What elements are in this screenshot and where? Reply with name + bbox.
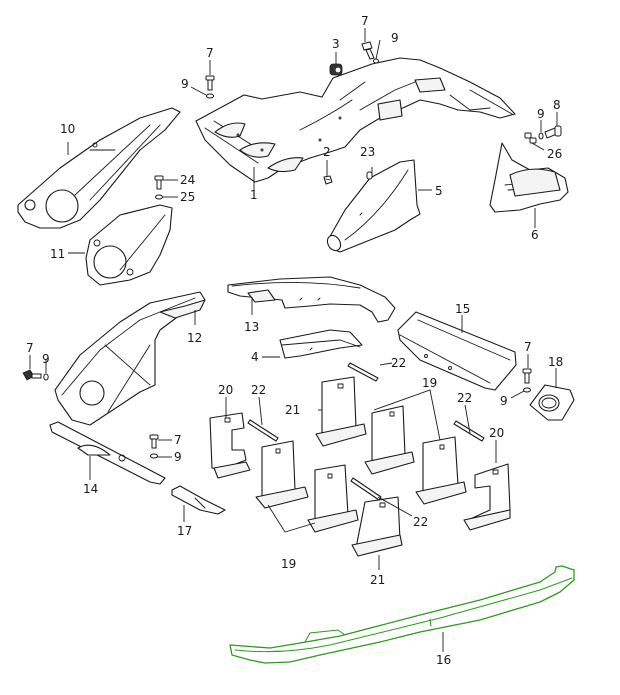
callout-24: 24 bbox=[180, 173, 195, 187]
callout-13: 13 bbox=[244, 320, 259, 334]
part-21-plate-upper[interactable] bbox=[315, 376, 367, 447]
callout-11: 11 bbox=[50, 247, 65, 261]
part-20-guide-plate-right[interactable] bbox=[463, 463, 511, 531]
part-19-plate-c[interactable] bbox=[364, 405, 415, 475]
part-19-plate-a[interactable] bbox=[255, 440, 309, 509]
callout-7-d: 7 bbox=[174, 433, 182, 447]
washer-9-lower-left[interactable] bbox=[150, 453, 158, 459]
part-14-rail[interactable] bbox=[49, 421, 166, 485]
bolt-7-top-left[interactable] bbox=[205, 75, 215, 91]
callout-20-a: 20 bbox=[218, 383, 233, 397]
part-15-channel[interactable] bbox=[397, 311, 517, 391]
washer-9-top-center[interactable] bbox=[373, 58, 379, 64]
callout-6: 6 bbox=[531, 228, 539, 242]
bolt-7-top-center[interactable] bbox=[361, 41, 375, 60]
callout-19-b: 19 bbox=[422, 376, 437, 390]
part-16-sill-highlighted[interactable] bbox=[229, 565, 575, 664]
callout-labels: 1 2 3 4 5 6 7 7 7 7 7 8 9 9 9 9 9 9 10 1… bbox=[26, 14, 563, 667]
callout-21-b: 21 bbox=[370, 573, 385, 587]
callout-9-a: 9 bbox=[181, 77, 189, 91]
part-10-belt-cover[interactable] bbox=[17, 107, 181, 229]
part-13-rear-shroud[interactable] bbox=[227, 276, 396, 323]
callout-22-a: 22 bbox=[391, 356, 406, 370]
part-4-bracket[interactable] bbox=[279, 329, 363, 359]
callout-5: 5 bbox=[435, 184, 443, 198]
callout-3: 3 bbox=[332, 37, 340, 51]
part-12-shroud-side[interactable] bbox=[54, 291, 206, 426]
washer-9-top-left[interactable] bbox=[206, 93, 214, 99]
callout-25: 25 bbox=[180, 190, 195, 204]
callout-4: 4 bbox=[251, 350, 259, 364]
callout-20-b: 20 bbox=[489, 426, 504, 440]
callout-7-e: 7 bbox=[524, 340, 532, 354]
callout-17: 17 bbox=[177, 524, 192, 538]
callout-26: 26 bbox=[547, 147, 562, 161]
part-2-clip[interactable] bbox=[323, 175, 333, 185]
bolt-7-lower-left[interactable] bbox=[149, 434, 159, 449]
bolt-7-left[interactable] bbox=[22, 369, 42, 381]
callout-15: 15 bbox=[455, 302, 470, 316]
washer-9-left[interactable] bbox=[43, 373, 49, 381]
callout-1: 1 bbox=[250, 188, 258, 202]
callout-19-a: 19 bbox=[281, 557, 296, 571]
leader-lines bbox=[29, 28, 558, 652]
part-25-washer[interactable] bbox=[155, 194, 163, 200]
part-22-rod-a[interactable] bbox=[347, 362, 379, 382]
part-20-guide-plate-left[interactable] bbox=[209, 412, 251, 479]
part-22-rod-b[interactable] bbox=[247, 419, 279, 442]
callout-8: 8 bbox=[553, 98, 561, 112]
callout-7-c: 7 bbox=[26, 341, 34, 355]
callout-22-b: 22 bbox=[251, 383, 266, 397]
part-18-hose-adapter[interactable] bbox=[529, 384, 575, 421]
callout-9-e: 9 bbox=[174, 450, 182, 464]
washer-9-right-lower[interactable] bbox=[523, 387, 531, 393]
callout-9-d: 9 bbox=[42, 352, 50, 366]
clip-26[interactable] bbox=[524, 132, 537, 144]
callout-9-b: 9 bbox=[391, 31, 399, 45]
callout-16: 16 bbox=[436, 653, 451, 667]
callout-22-c: 22 bbox=[457, 391, 472, 405]
part-22-rod-c[interactable] bbox=[350, 477, 382, 501]
callout-21-a: 21 bbox=[285, 403, 300, 417]
part-19-plate-d[interactable] bbox=[415, 436, 467, 505]
part-24-bolt[interactable] bbox=[154, 175, 164, 190]
callout-12: 12 bbox=[187, 331, 202, 345]
part-23-clip[interactable] bbox=[366, 171, 373, 180]
part-11-belt-cover-outer[interactable] bbox=[85, 204, 173, 286]
part-3-grommet[interactable] bbox=[329, 63, 343, 76]
callout-22-d: 22 bbox=[413, 515, 428, 529]
callout-9-f: 9 bbox=[500, 394, 508, 408]
part-19-plate-b[interactable] bbox=[307, 464, 359, 533]
part-1-engine-shroud[interactable] bbox=[195, 57, 516, 183]
part-22-rod-d[interactable] bbox=[453, 420, 485, 442]
bolt-8-right[interactable] bbox=[544, 125, 562, 139]
callout-18: 18 bbox=[548, 355, 563, 369]
part-17-bracket[interactable] bbox=[171, 485, 226, 515]
callout-10: 10 bbox=[60, 122, 75, 136]
part-21-plate-lower[interactable] bbox=[351, 496, 403, 557]
part-5-air-duct[interactable] bbox=[325, 159, 421, 253]
washer-9-right[interactable] bbox=[538, 132, 544, 140]
callout-2: 2 bbox=[323, 145, 331, 159]
callout-23: 23 bbox=[360, 145, 375, 159]
callout-14: 14 bbox=[83, 482, 98, 496]
part-6-deflector[interactable] bbox=[489, 142, 569, 213]
callout-7-b: 7 bbox=[361, 14, 369, 28]
bolt-7-right[interactable] bbox=[522, 368, 532, 384]
callout-7-a: 7 bbox=[206, 46, 214, 60]
callout-9-c: 9 bbox=[537, 107, 545, 121]
